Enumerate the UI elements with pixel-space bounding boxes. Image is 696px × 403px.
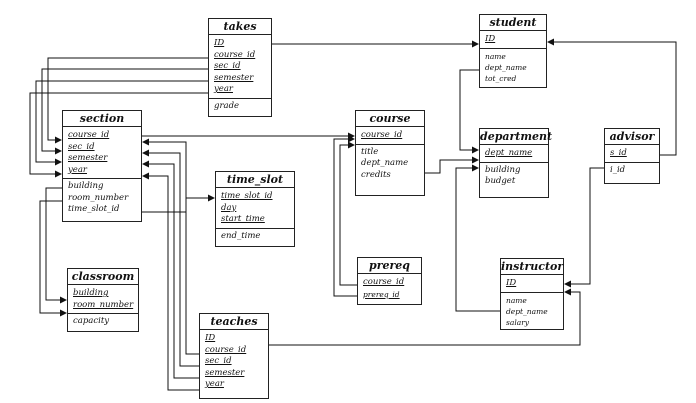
- attribute: i_id: [610, 164, 626, 175]
- arrow-prereq-id-course: [333, 135, 357, 297]
- attribute: course_id: [68, 130, 110, 140]
- attribute: start_time: [221, 214, 265, 224]
- table-name: course: [356, 111, 424, 127]
- table-name: advisor: [605, 129, 659, 145]
- attribute: course_id: [361, 130, 403, 140]
- attribute: time_slot_id: [68, 204, 120, 214]
- attribute: end_time: [221, 230, 261, 241]
- attribute: course_id: [205, 344, 247, 355]
- arrow-section-classroom-room: [39, 200, 67, 317]
- table-name: department: [480, 130, 553, 145]
- table-name: prereq: [358, 258, 421, 274]
- attribute: ID: [506, 278, 517, 288]
- arrow-takes-section-course-id: [47, 57, 208, 144]
- table-name: time_slot: [216, 172, 294, 188]
- attribute: building: [485, 164, 521, 175]
- divider: [501, 291, 563, 293]
- attribute: building: [73, 288, 109, 298]
- attribute: capacity: [73, 316, 110, 326]
- table-advisor: advisor s_id i_id: [604, 128, 660, 184]
- attribute: ID: [485, 34, 496, 44]
- attribute: time_slot_id: [221, 191, 273, 201]
- arrow-section-classroom-building: [45, 187, 67, 304]
- table-name: instructor: [501, 260, 564, 275]
- attribute: year: [214, 84, 233, 94]
- attribute: tot_cred: [485, 73, 517, 83]
- attribute: prereq_id: [363, 289, 400, 299]
- attribute: sec_id: [214, 61, 241, 71]
- divider: [480, 47, 546, 49]
- table-course: course course_id title dept_name credits: [355, 110, 425, 196]
- attribute: grade: [214, 100, 240, 111]
- arrow-student-department: [459, 69, 479, 154]
- arrow-advisor-student: [547, 38, 677, 156]
- arrow-takes-section-semester: [35, 80, 208, 166]
- attribute: salary: [506, 317, 530, 327]
- attribute: dept_name: [485, 62, 527, 72]
- arrow-course-department: [425, 156, 479, 174]
- arrow-takes-section-sec-id: [41, 68, 208, 155]
- table-name: student: [480, 15, 546, 31]
- divider: [216, 227, 294, 229]
- table-section: section course_id sec_id semester year b…: [62, 110, 142, 222]
- arrow-teaches-section-semester: [142, 160, 199, 379]
- arrow-prereq-course: [339, 141, 357, 286]
- attribute: sec_id: [68, 141, 95, 152]
- divider: [68, 313, 138, 314]
- table-instructor: instructor ID name dept_name salary: [500, 258, 564, 330]
- attribute: room_number: [73, 299, 134, 310]
- attribute: title: [361, 146, 379, 157]
- attribute: year: [205, 379, 224, 389]
- divider: [63, 178, 141, 179]
- attribute: course_id: [214, 49, 256, 60]
- attribute: semester: [205, 367, 245, 378]
- attribute: day: [221, 202, 237, 213]
- attribute: ID: [214, 38, 225, 48]
- arrow-section-time-slot: [142, 194, 215, 213]
- arrow-advisor-instructor: [564, 167, 604, 288]
- arrow-takes-section-year: [29, 92, 208, 178]
- divider: [209, 97, 271, 99]
- attribute: room_number: [68, 192, 129, 203]
- table-takes: takes ID course_id sec_id semester year …: [208, 18, 272, 117]
- divider: [356, 143, 424, 145]
- attribute: building: [68, 181, 104, 191]
- table-prereq: prereq course_id prereq_id: [357, 257, 422, 305]
- arrow-teaches-instructor: [269, 288, 581, 346]
- attribute: sec_id: [205, 356, 232, 366]
- attribute: dept_name: [361, 158, 409, 168]
- arrow-teaches-section-sec-id: [142, 149, 199, 367]
- attribute: course_id: [363, 277, 405, 287]
- divider: [605, 161, 659, 163]
- table-student: student ID name dept_name tot_cred: [479, 14, 547, 88]
- arrow-teaches-section-course-id: [142, 138, 199, 355]
- attribute: budget: [485, 176, 516, 186]
- attribute: ID: [205, 333, 216, 343]
- attribute: dept_name: [485, 148, 533, 158]
- attribute: s_id: [610, 148, 627, 158]
- table-name: section: [63, 111, 141, 127]
- attribute: semester: [214, 72, 254, 83]
- table-time-slot: time_slot time_slot_id day start_time en…: [215, 171, 295, 247]
- arrow-teaches-section-year: [142, 172, 199, 391]
- table-name: teaches: [200, 314, 268, 330]
- attribute: credits: [361, 169, 391, 180]
- table-name: takes: [209, 19, 271, 35]
- table-department: department dept_name building budget: [479, 128, 553, 198]
- attribute: name: [506, 295, 527, 305]
- attribute: dept_name: [506, 306, 548, 316]
- attribute: semester: [68, 153, 108, 163]
- table-classroom: classroom building room_number capacity: [67, 268, 139, 332]
- divider: [480, 161, 548, 163]
- attribute: year: [68, 164, 87, 175]
- arrow-instructor-department: [455, 164, 500, 312]
- table-teaches: teaches ID course_id sec_id semester yea…: [199, 313, 269, 399]
- attribute: name: [485, 51, 506, 61]
- table-name: classroom: [68, 269, 138, 285]
